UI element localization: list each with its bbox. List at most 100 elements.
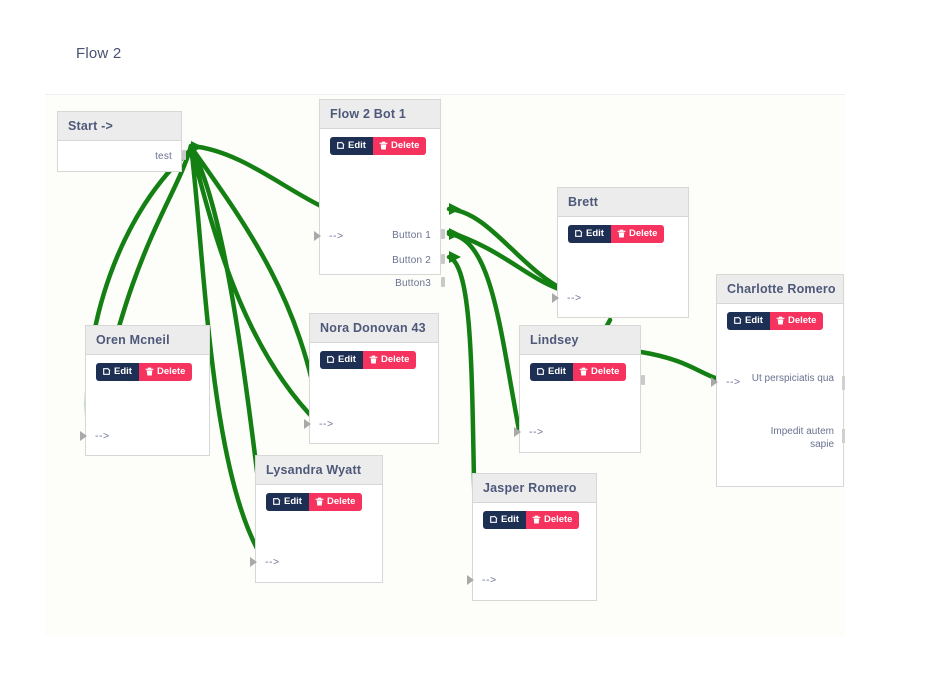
port-out-button-2[interactable]: Button 2 [392, 255, 431, 266]
delete-button[interactable]: Delete [525, 511, 580, 529]
trash-icon [315, 497, 324, 506]
delete-button[interactable]: Delete [138, 363, 193, 381]
port-out-button-1[interactable]: Button 1 [392, 230, 431, 241]
trash-icon [579, 367, 588, 376]
port-out-charlotte-1[interactable]: Ut perspiciatis qua [751, 373, 834, 384]
node-brett-title: Brett [558, 188, 688, 217]
delete-button-label: Delete [628, 228, 658, 239]
port-marker-brett-in[interactable] [552, 293, 559, 303]
edit-button-label: Edit [338, 354, 356, 365]
port-in-lysandra[interactable]: --> [265, 556, 280, 568]
node-lysandra-actions: Edit Delete [256, 485, 382, 511]
node-start-title: Start -> [58, 112, 181, 141]
node-lindsey-title: Lindsey [520, 326, 640, 355]
port-marker-lysandra-in[interactable] [250, 557, 257, 567]
edit-button[interactable]: Edit [530, 363, 573, 381]
port-marker-button-1[interactable] [441, 229, 445, 239]
port-marker-oren-in[interactable] [80, 431, 87, 441]
edit-button[interactable]: Edit [266, 493, 309, 511]
node-charlotte-actions: Edit Delete [717, 304, 843, 330]
port-in-nora[interactable]: --> [319, 418, 334, 430]
node-nora-actions: Edit Delete [310, 343, 438, 369]
port-marker-bot1-in[interactable] [314, 231, 321, 241]
delete-button-label: Delete [156, 366, 186, 377]
node-flow-2-bot-1[interactable]: Flow 2 Bot 1 Edit Delete --> Button [314, 99, 445, 289]
node-start[interactable]: Start -> test [57, 111, 186, 172]
edit-button[interactable]: Edit [483, 511, 526, 529]
trash-icon [145, 367, 154, 376]
delete-button-label: Delete [326, 496, 356, 507]
edit-button-label: Edit [284, 496, 302, 507]
pencil-square-icon [336, 141, 345, 150]
delete-button-label: Delete [543, 514, 573, 525]
delete-button[interactable]: Delete [769, 312, 824, 330]
port-in-lindsey[interactable]: --> [529, 426, 544, 438]
node-lindsey-body: Edit Delete --> [514, 355, 645, 450]
port-in-charlotte[interactable]: --> [726, 376, 741, 388]
pencil-square-icon [574, 229, 583, 238]
edit-button-label: Edit [548, 366, 566, 377]
delete-button[interactable]: Delete [610, 225, 665, 243]
edit-button[interactable]: Edit [320, 351, 363, 369]
node-oren-mcneil[interactable]: Oren Mcneil Edit Delete --> [80, 325, 210, 456]
node-jasper-romero[interactable]: Jasper Romero Edit Delete --> [467, 473, 597, 601]
port-out-button-3[interactable]: Button3 [395, 278, 431, 289]
node-lindsey[interactable]: Lindsey Edit Delete --> [514, 325, 645, 453]
node-charlotte-romero[interactable]: Charlotte Romero Edit Delete --> Ut [711, 274, 845, 487]
port-marker-lindsey-out[interactable] [641, 375, 645, 385]
pencil-square-icon [102, 367, 111, 376]
node-brett-actions: Edit Delete [558, 217, 688, 243]
node-lysandra-title: Lysandra Wyatt [256, 456, 382, 485]
edit-button[interactable]: Edit [727, 312, 770, 330]
port-in-jasper[interactable]: --> [482, 574, 497, 586]
port-marker-jasper-in[interactable] [467, 575, 474, 585]
delete-button-label: Delete [590, 366, 620, 377]
edit-button[interactable]: Edit [568, 225, 611, 243]
node-nora-donovan-43[interactable]: Nora Donovan 43 Edit Delete --> [304, 313, 439, 444]
edit-button[interactable]: Edit [330, 137, 373, 155]
port-marker-lindsey-in[interactable] [514, 427, 521, 437]
port-out-test[interactable]: test [155, 151, 172, 162]
port-out-charlotte-2[interactable]: Impedit autem sapie [770, 426, 834, 450]
pencil-square-icon [536, 367, 545, 376]
node-lindsey-actions: Edit Delete [520, 355, 640, 381]
edit-button[interactable]: Edit [96, 363, 139, 381]
node-nora-title: Nora Donovan 43 [310, 314, 438, 343]
port-marker-start-out[interactable] [182, 150, 186, 160]
edit-button-label: Edit [501, 514, 519, 525]
node-jasper-body: Edit Delete --> [467, 503, 596, 598]
node-brett[interactable]: Brett Edit Delete --> [552, 187, 689, 318]
delete-button-label: Delete [390, 140, 420, 151]
trash-icon [617, 229, 626, 238]
port-marker-charlotte-out-1[interactable] [842, 376, 845, 390]
delete-button[interactable]: Delete [372, 137, 427, 155]
node-lysandra-body: Edit Delete --> [250, 485, 382, 580]
edit-button-label: Edit [114, 366, 132, 377]
port-in-bot1[interactable]: --> [329, 230, 344, 242]
delete-button[interactable]: Delete [308, 493, 363, 511]
edit-button-label: Edit [745, 315, 763, 326]
node-oren-actions: Edit Delete [86, 355, 209, 381]
node-bot1-actions: Edit Delete [320, 129, 440, 155]
node-bot1-title: Flow 2 Bot 1 [320, 100, 440, 129]
pencil-square-icon [733, 316, 742, 325]
delete-button-label: Delete [787, 315, 817, 326]
delete-button-label: Delete [380, 354, 410, 365]
port-marker-nora-in[interactable] [304, 419, 311, 429]
pencil-square-icon [272, 497, 281, 506]
node-start-body: test [58, 141, 186, 169]
port-in-brett[interactable]: --> [567, 292, 582, 304]
trash-icon [532, 515, 541, 524]
trash-icon [369, 355, 378, 364]
delete-button[interactable]: Delete [572, 363, 627, 381]
port-marker-button-3[interactable] [441, 277, 445, 287]
node-oren-title: Oren Mcneil [86, 326, 209, 355]
port-marker-button-2[interactable] [441, 254, 445, 264]
port-in-oren[interactable]: --> [95, 430, 110, 442]
port-marker-charlotte-in[interactable] [711, 377, 718, 387]
port-marker-charlotte-out-2[interactable] [842, 429, 845, 443]
panel-header [45, 22, 845, 95]
delete-button[interactable]: Delete [362, 351, 417, 369]
node-lysandra-wyatt[interactable]: Lysandra Wyatt Edit Delete --> [250, 455, 383, 583]
